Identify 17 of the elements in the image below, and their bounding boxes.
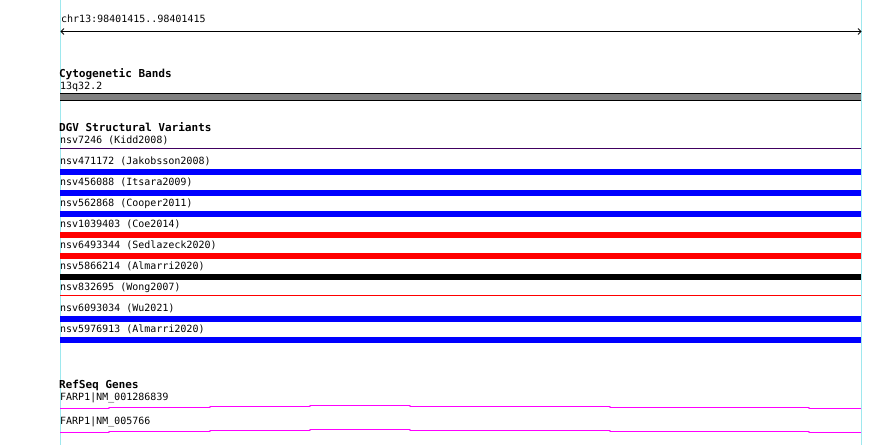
feature-label: nsv456088 (Itsara2009) xyxy=(60,177,192,189)
feature-label: nsv5866214 (Almarri2020) xyxy=(60,261,204,273)
feature-label: nsv471172 (Jakobsson2008) xyxy=(60,156,211,168)
feature-label: nsv6093034 (Wu2021) xyxy=(60,303,174,315)
feature-label: FARP1|NM_005766 xyxy=(60,416,150,428)
feature-label: nsv5976913 (Almarri2020) xyxy=(60,324,204,336)
feature-label: FARP1|NM_001286839 xyxy=(60,392,168,404)
feature-label: 13q32.2 xyxy=(60,81,102,93)
feature-label: nsv6493344 (Sedlazeck2020) xyxy=(60,240,217,252)
track-heading: RefSeq Genes xyxy=(59,379,138,391)
feature-label: nsv832695 (Wong2007) xyxy=(60,282,180,294)
feature-label: nsv1039403 (Coe2014) xyxy=(60,219,180,231)
coordinate-title: chr13:98401415..98401415 xyxy=(61,14,206,26)
feature-label: nsv562868 (Cooper2011) xyxy=(60,198,192,210)
track-heading: DGV Structural Variants xyxy=(59,122,212,134)
feature-label: nsv7246 (Kidd2008) xyxy=(60,135,168,147)
track-heading: Cytogenetic Bands xyxy=(59,68,172,80)
